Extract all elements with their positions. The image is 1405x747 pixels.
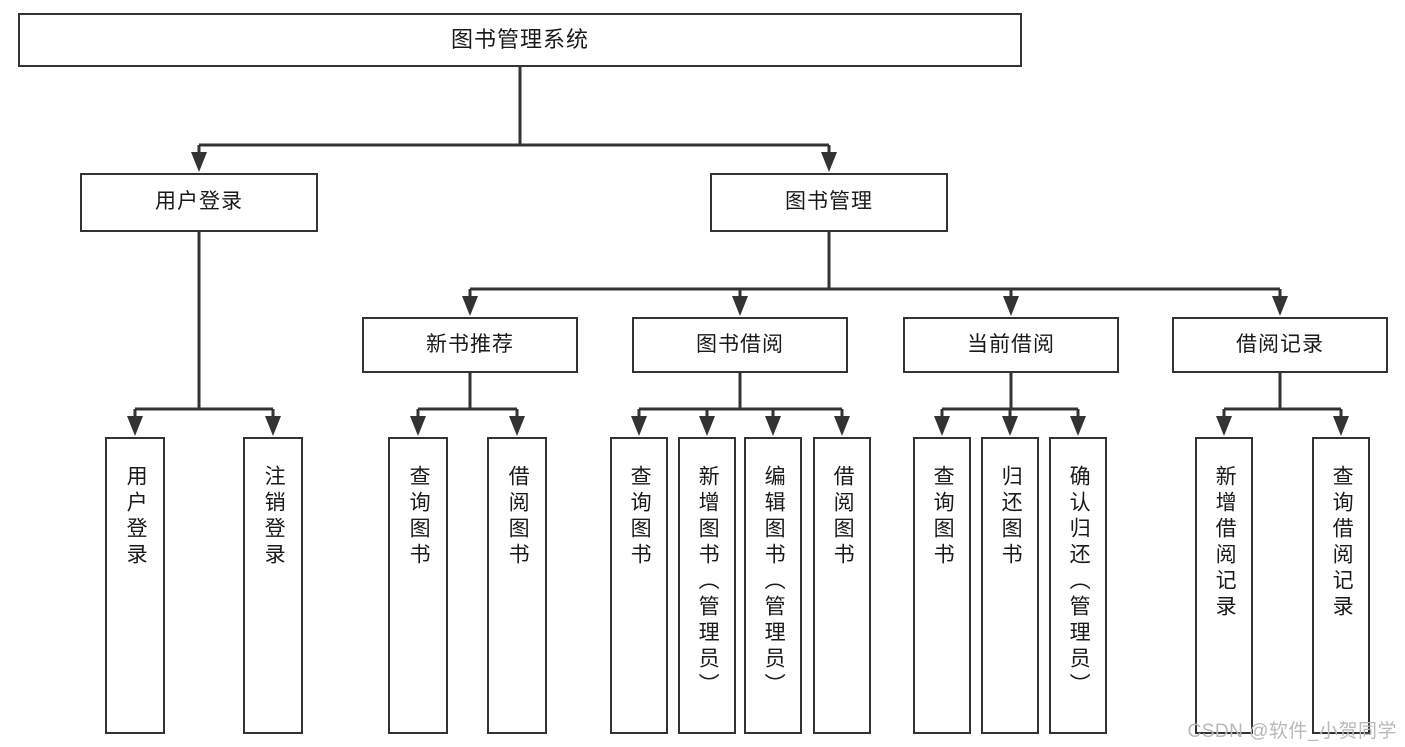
edge-arrow-user-login xyxy=(191,152,207,172)
node-label: 图书管理系统 xyxy=(450,27,589,53)
node-user-login[interactable]: 用户登录 xyxy=(80,173,318,232)
edge-arrow-leaf-query-book-3 xyxy=(934,416,950,436)
node-label: 归还图书 xyxy=(999,465,1023,569)
node-label: 借阅图书 xyxy=(831,465,855,569)
edge-arrow-leaf-return-book xyxy=(1002,416,1018,436)
node-current-borrow[interactable]: 当前借阅 xyxy=(903,317,1119,373)
node-label: 查询借阅记录 xyxy=(1330,465,1354,621)
node-leaf-query-book-3[interactable]: 查询图书 xyxy=(913,437,971,734)
node-leaf-edit-book[interactable]: 编辑图书（管理员） xyxy=(744,437,802,734)
edge-arrow-leaf-add-book xyxy=(699,416,715,436)
node-label: 用户登录 xyxy=(124,465,148,569)
node-label: 借阅记录 xyxy=(1236,332,1324,356)
edge-arrow-leaf-logout xyxy=(265,416,281,436)
node-leaf-return-book[interactable]: 归还图书 xyxy=(981,437,1039,734)
edge-arrow-borrow-record xyxy=(1272,296,1288,316)
node-label: 查询图书 xyxy=(628,465,652,569)
node-borrow-record[interactable]: 借阅记录 xyxy=(1172,317,1388,373)
edge-arrow-new-book-rec xyxy=(462,296,478,316)
node-label: 当前借阅 xyxy=(967,332,1055,356)
edge-arrow-leaf-query-record xyxy=(1333,416,1349,436)
node-label: 用户登录 xyxy=(155,190,243,214)
node-label: 新增借阅记录 xyxy=(1213,465,1237,621)
node-label: 新增图书（管理员） xyxy=(696,465,720,699)
node-leaf-add-record[interactable]: 新增借阅记录 xyxy=(1195,437,1253,734)
node-leaf-query-book-2[interactable]: 查询图书 xyxy=(610,437,668,734)
node-leaf-confirm-return[interactable]: 确认归还（管理员） xyxy=(1049,437,1107,734)
edge-arrow-leaf-confirm-return xyxy=(1070,416,1086,436)
node-label: 图书管理 xyxy=(785,190,873,214)
node-label: 确认归还（管理员） xyxy=(1067,465,1091,699)
edge-arrow-leaf-add-record xyxy=(1216,416,1232,436)
node-root[interactable]: 图书管理系统 xyxy=(18,13,1022,67)
node-new-book-rec[interactable]: 新书推荐 xyxy=(362,317,578,373)
node-leaf-query-book-1[interactable]: 查询图书 xyxy=(388,437,448,734)
node-leaf-borrow-book-1[interactable]: 借阅图书 xyxy=(487,437,547,734)
edge-arrow-book-manage xyxy=(821,152,837,172)
watermark-text: CSDN @软件_小贺同学 xyxy=(1187,721,1397,742)
node-leaf-logout[interactable]: 注销登录 xyxy=(243,437,303,734)
edge-arrow-leaf-borrow-book-2 xyxy=(834,416,850,436)
edge-arrow-leaf-user-login xyxy=(127,416,143,436)
edge-arrow-leaf-query-book-1 xyxy=(410,416,426,436)
node-label: 查询图书 xyxy=(931,465,955,569)
edge-arrow-leaf-borrow-book-1 xyxy=(509,416,525,436)
node-label: 编辑图书（管理员） xyxy=(762,465,786,699)
node-label: 借阅图书 xyxy=(506,465,530,569)
node-label: 注销登录 xyxy=(262,465,286,569)
node-leaf-user-login[interactable]: 用户登录 xyxy=(105,437,165,734)
node-label: 新书推荐 xyxy=(426,332,514,356)
node-label: 图书借阅 xyxy=(696,332,784,356)
node-book-manage[interactable]: 图书管理 xyxy=(710,173,948,232)
edge-arrow-book-borrow xyxy=(732,296,748,316)
edge-arrow-leaf-query-book-2 xyxy=(631,416,647,436)
node-leaf-query-record[interactable]: 查询借阅记录 xyxy=(1312,437,1370,734)
edge-arrow-leaf-edit-book xyxy=(765,416,781,436)
edge-arrow-current-borrow xyxy=(1003,296,1019,316)
node-label: 查询图书 xyxy=(407,465,431,569)
node-book-borrow[interactable]: 图书借阅 xyxy=(632,317,848,373)
node-leaf-add-book[interactable]: 新增图书（管理员） xyxy=(678,437,736,734)
node-leaf-borrow-book-2[interactable]: 借阅图书 xyxy=(813,437,871,734)
